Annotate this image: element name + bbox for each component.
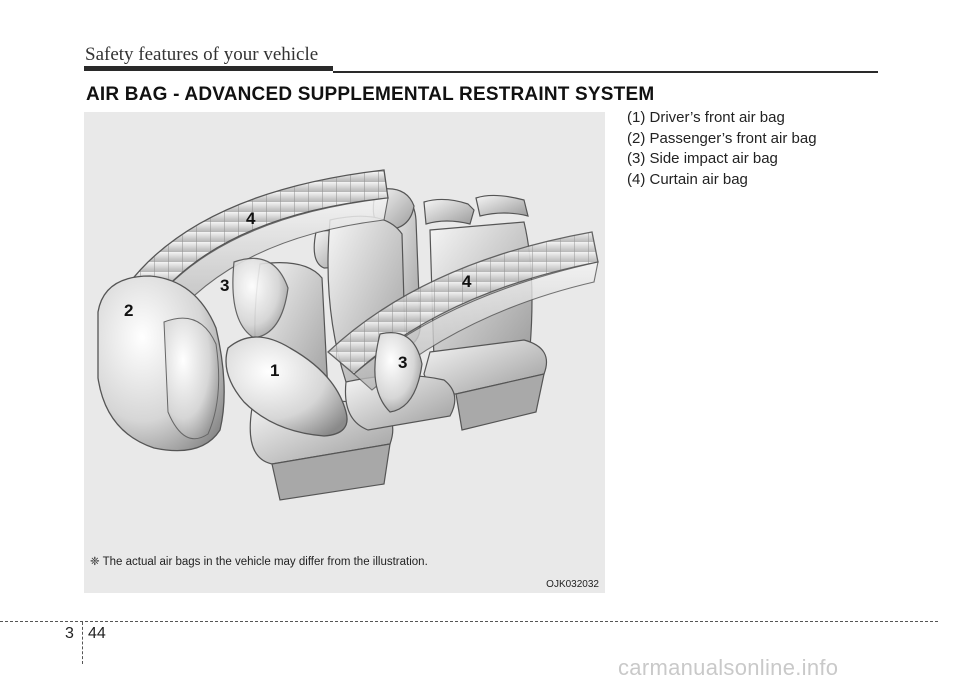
callout-3-side-rear: 3 <box>398 353 407 372</box>
chapter-number: 3 <box>65 625 74 642</box>
figure-code: OJK032032 <box>546 579 599 590</box>
header-rule-thin <box>333 71 878 73</box>
airbag-legend: (1) Driver’s front air bag (2) Passenger… <box>627 108 817 190</box>
watermark: carmanualsonline.info <box>618 655 839 680</box>
side-airbag-front <box>232 257 289 339</box>
callout-4-curtain-right: 4 <box>462 272 472 291</box>
legend-item-passenger-front: (2) Passenger’s front air bag <box>627 129 817 147</box>
callout-2-passenger: 2 <box>124 301 133 320</box>
footer-rule <box>0 621 938 622</box>
side-airbag-rear <box>374 332 423 413</box>
airbag-illustration: 1 2 3 3 4 4 ❈ The actual air bags in the… <box>84 112 605 593</box>
figure-caption: ❈ The actual air bags in the vehicle may… <box>90 556 428 568</box>
section-heading: AIR BAG - ADVANCED SUPPLEMENTAL RESTRAIN… <box>86 84 655 105</box>
footer-separator <box>82 622 83 664</box>
legend-item-side-impact: (3) Side impact air bag <box>627 150 778 167</box>
page-number: 44 <box>88 625 106 642</box>
running-header: Safety features of your vehicle <box>85 44 319 65</box>
callout-4-curtain-left: 4 <box>246 209 256 228</box>
header-rule-thick <box>84 66 333 71</box>
passenger-front-airbag <box>97 275 225 452</box>
legend-item-curtain: (4) Curtain air bag <box>627 170 748 188</box>
callout-1-driver: 1 <box>270 361 279 380</box>
legend-item-driver-front: (1) Driver’s front air bag <box>627 109 785 126</box>
driver-front-airbag <box>225 336 348 437</box>
airbag-illustration-drawing: 1 2 3 3 4 4 <box>97 169 599 501</box>
callout-3-side-front: 3 <box>220 276 229 295</box>
